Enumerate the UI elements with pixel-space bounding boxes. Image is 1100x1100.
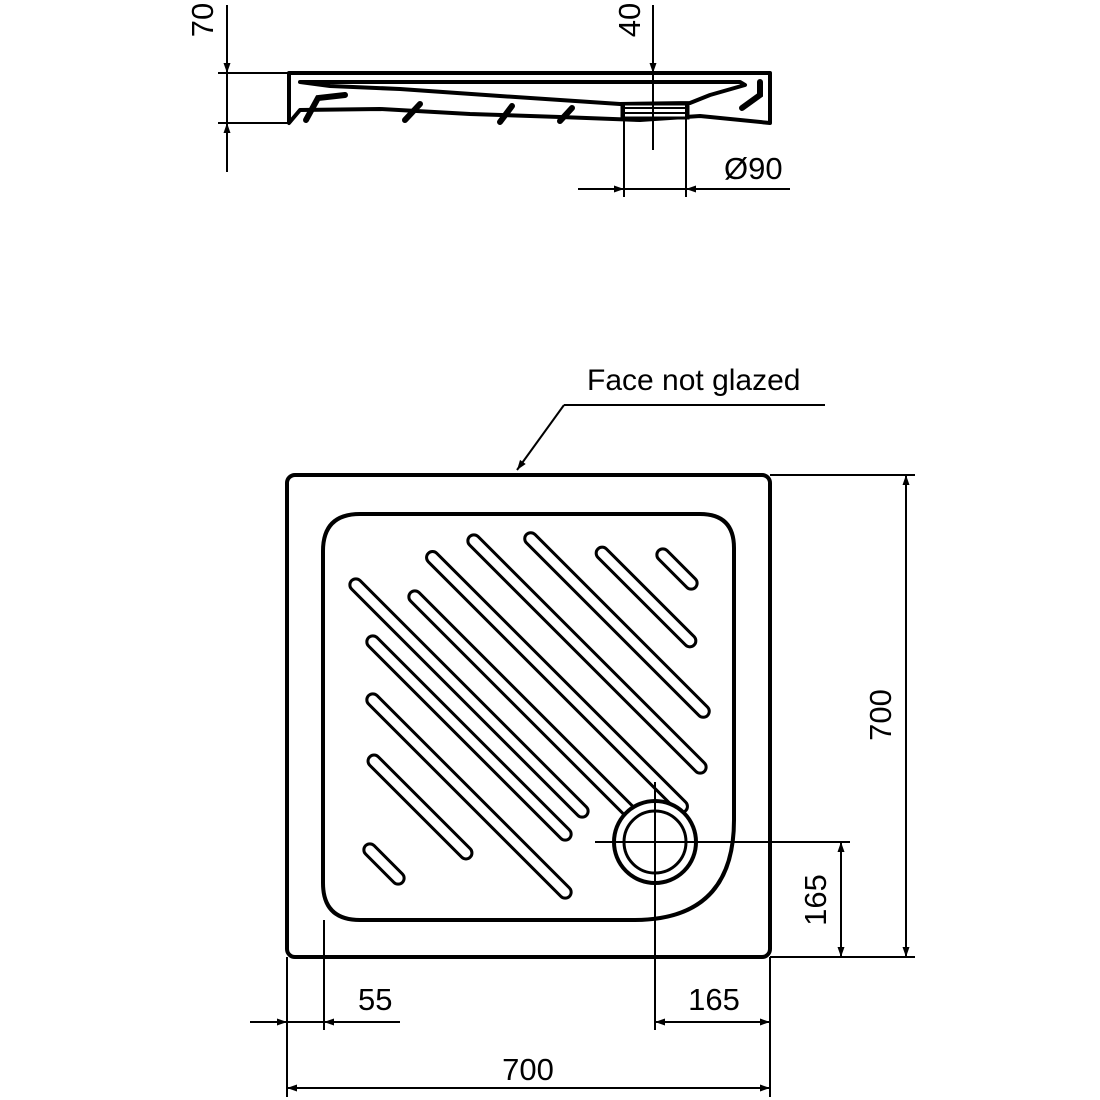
drain-icon <box>595 782 850 1030</box>
glaze-note-label: Face not glazed <box>587 364 800 397</box>
tray-outer-edge <box>285 473 772 959</box>
side-height-label: 70 <box>185 3 220 37</box>
plan-height-label: 700 <box>863 689 898 741</box>
tray-basin-edge <box>321 512 736 922</box>
plan-view: Face not glazed 700 165 55 165 700 <box>250 364 915 1097</box>
anti-slip-slots <box>348 531 711 900</box>
drain-section <box>620 102 690 120</box>
glaze-note: Face not glazed <box>516 364 825 471</box>
tray-underside-ribs <box>303 79 763 125</box>
side-drain-depth-label: 40 <box>612 3 647 37</box>
rim-width-label: 55 <box>358 982 392 1017</box>
tray-top-surface <box>298 80 747 106</box>
plan-width-label: 700 <box>502 1052 554 1087</box>
drain-offset-y-label: 165 <box>798 874 833 926</box>
drain-offset-x-label: 165 <box>688 982 740 1017</box>
side-section-view: 70 40 Ø90 <box>185 3 790 197</box>
drain-diameter-label: Ø90 <box>724 151 783 186</box>
